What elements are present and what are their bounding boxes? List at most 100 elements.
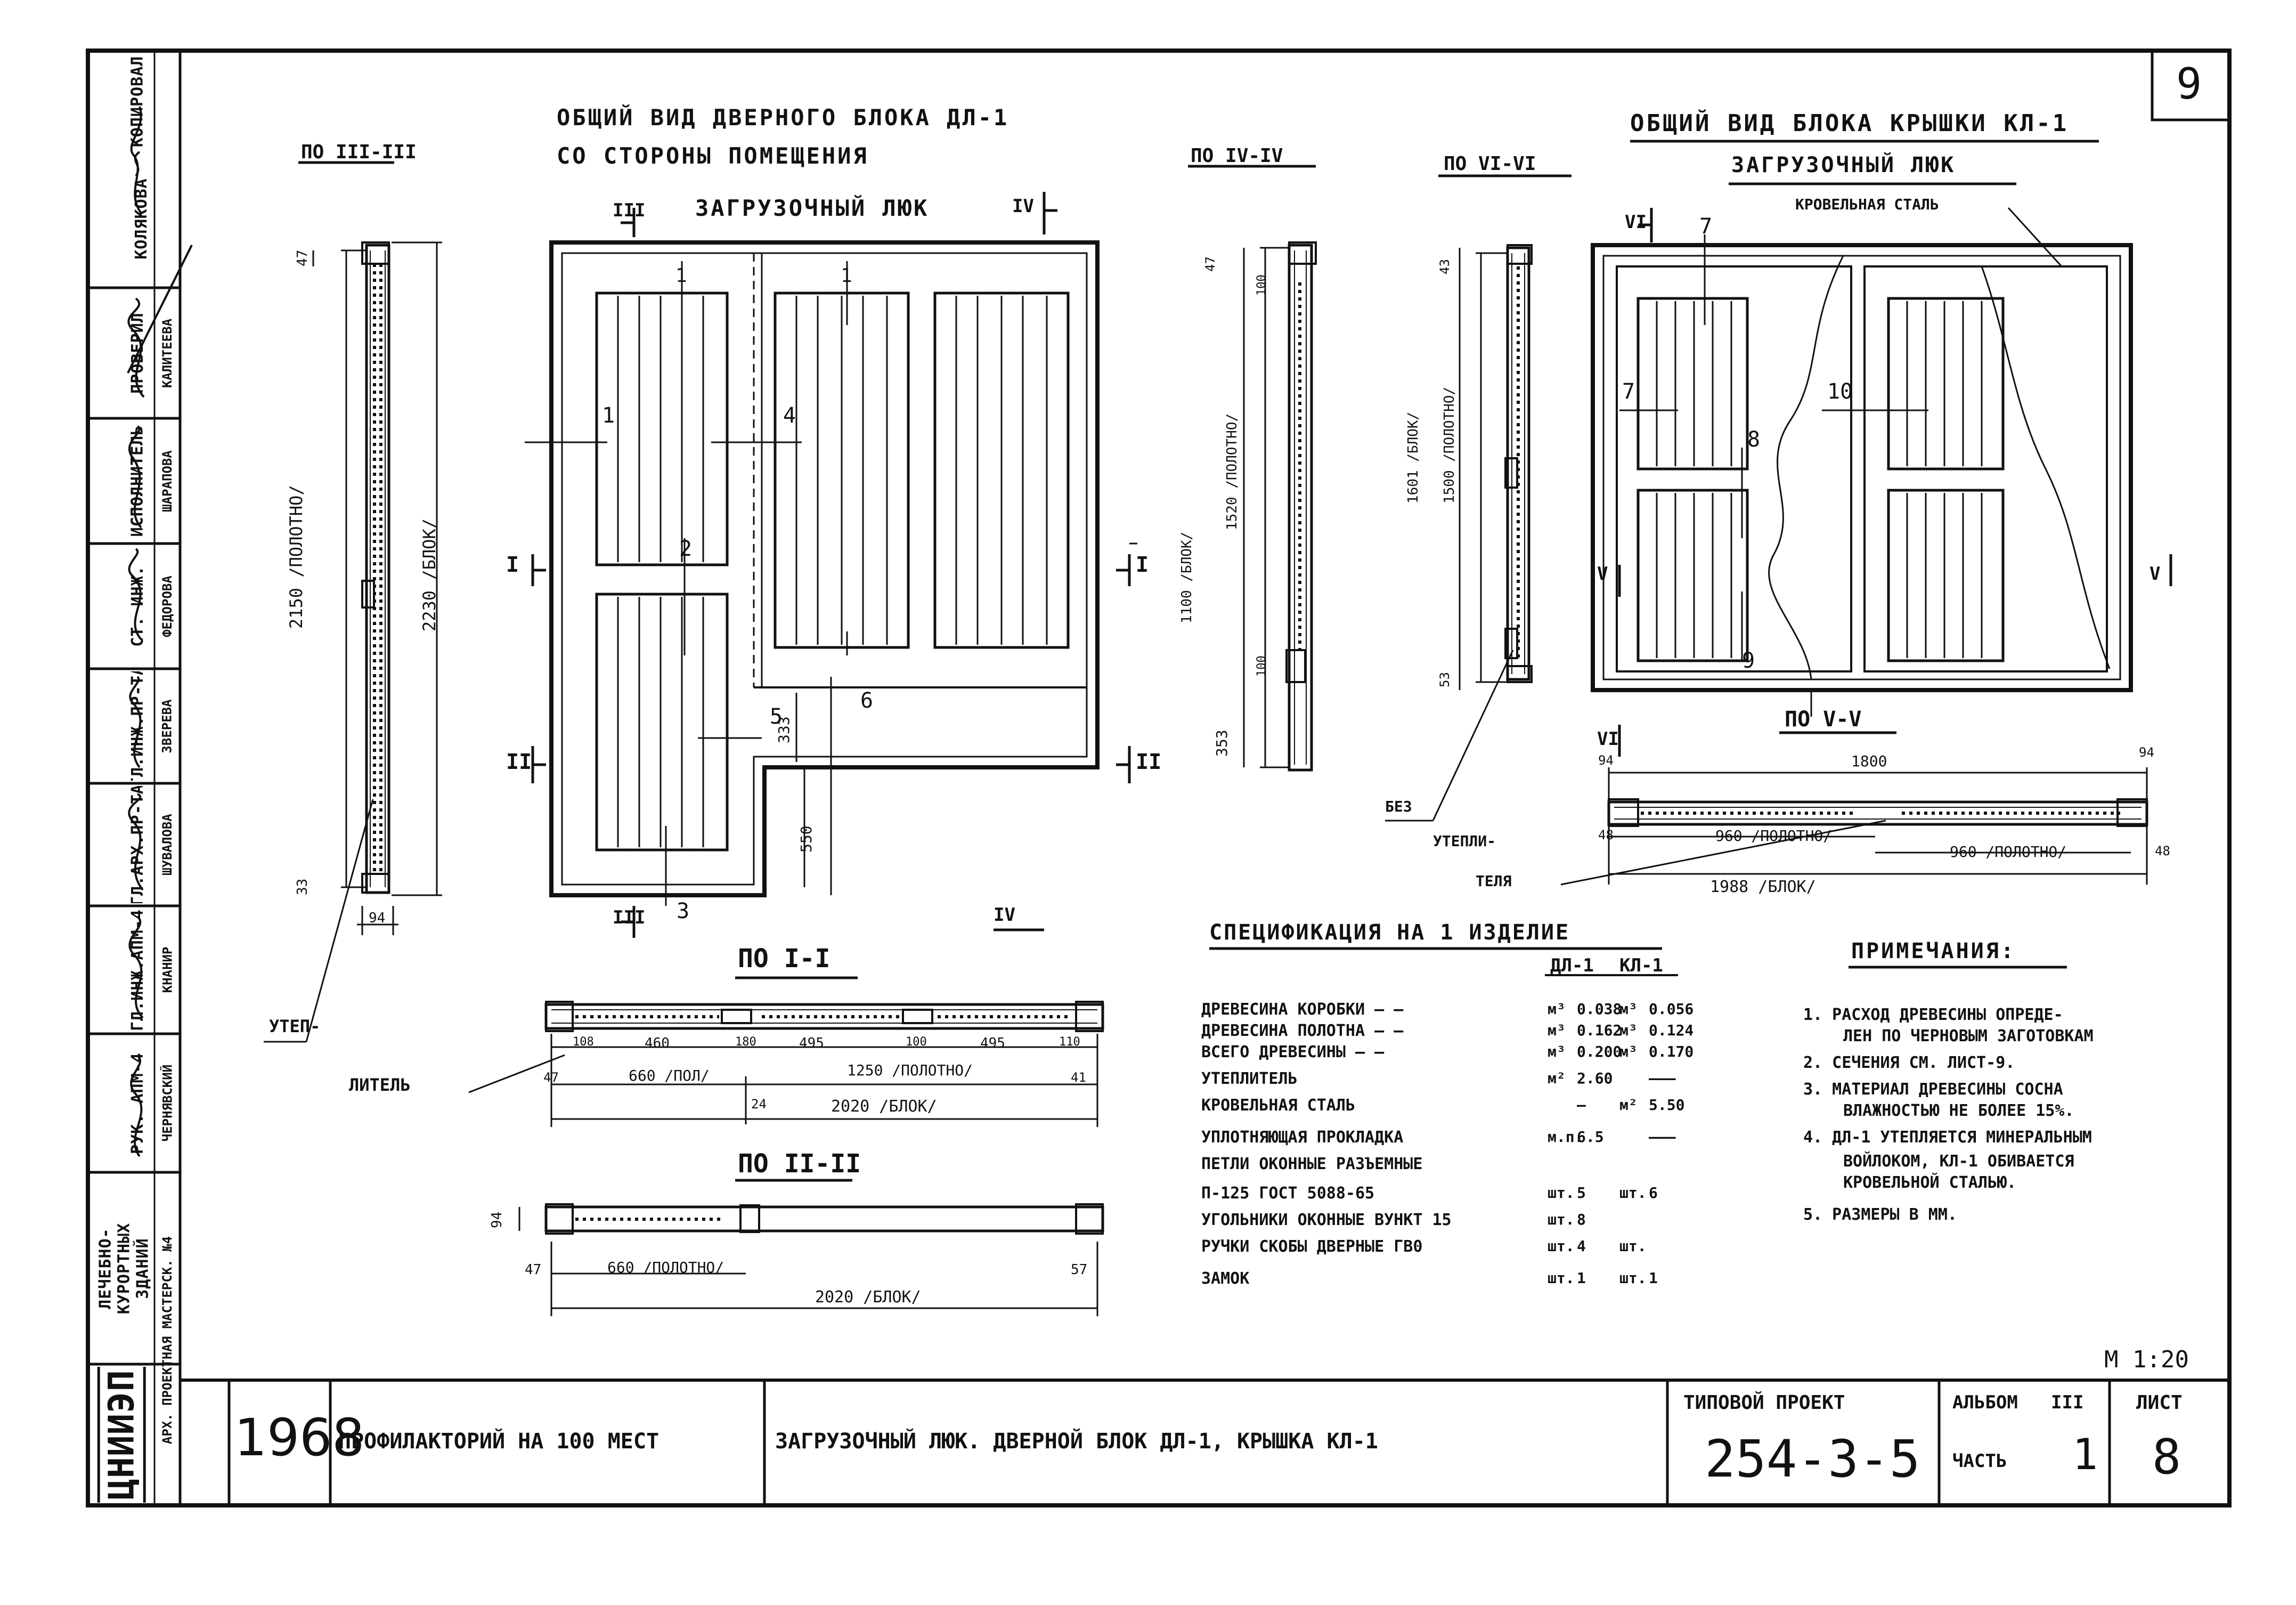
spec-row-unit-dl1: шт. xyxy=(1548,1184,1575,1202)
lid-section-mark-vi-top: VI xyxy=(1625,212,1647,233)
sig-role-copied: КОПИРОВАЛ xyxy=(128,55,147,147)
callout-3: 3 xyxy=(677,899,690,923)
section-vi-label: ПО VI-VI xyxy=(1444,153,1536,175)
lid-callout-7-top: 7 xyxy=(1699,214,1713,239)
sec5-dim-94-right: 94 xyxy=(2139,745,2154,760)
sec3-insulation-label: УТЕП- xyxy=(269,1016,321,1036)
sec6-dim-43: 43 xyxy=(1437,259,1452,274)
note-line: ВЛАЖНОСТЬЮ НЕ БОЛЕЕ 15%. xyxy=(1843,1101,2074,1120)
spec-row-unit-kl1: м³ xyxy=(1619,1000,1638,1018)
spec-row-value-dl1: 0.162 xyxy=(1577,1022,1622,1039)
spec-row-name: УПЛОТНЯЮЩАЯ ПРОКЛАДКА xyxy=(1201,1128,1404,1147)
sec6-dim-1601: 1601 /БЛОК/ xyxy=(1405,411,1421,504)
spec-row-name: РУЧКИ СКОБЫ ДВЕРНЫЕ ГВ0 xyxy=(1201,1237,1423,1256)
project-label: ТИПОВОЙ ПРОЕКТ xyxy=(1683,1392,1845,1414)
section-iv-label: ПО IV-IV xyxy=(1191,145,1283,167)
spec-row-unit-kl1: шт. xyxy=(1619,1184,1647,1202)
institute-logo: ЦНИИЭП xyxy=(89,1367,153,1503)
lid-subtitle: ЗАГРУЗОЧНЫЙ ЛЮК xyxy=(1731,153,1956,177)
lid-section-mark-v-left: V xyxy=(1597,563,1608,585)
spec-row-value-kl1: 0.124 xyxy=(1649,1022,1694,1039)
spec-row-name: ЗАМОК xyxy=(1201,1269,1250,1288)
spec-col-dl1: ДЛ-1 xyxy=(1550,955,1594,976)
roof-steel-label: КРОВЕЛЬНАЯ СТАЛЬ xyxy=(1795,196,1939,213)
lid-callout-10: 10 xyxy=(1827,379,1853,404)
lid-callout-7-left: 7 xyxy=(1622,379,1635,404)
sec5-dim-960-left: 960 /ПОЛОТНО/ xyxy=(1715,827,1833,845)
spec-row-unit-dl1: шт. xyxy=(1548,1269,1575,1287)
sec4-dim-100-top: 100 xyxy=(1255,274,1268,296)
spec-row-value-dl1: 6.5 xyxy=(1577,1128,1604,1146)
sec1-dim-660: 660 /ПОЛ/ xyxy=(629,1067,710,1084)
sec1-dim-495-a: 495 xyxy=(799,1035,824,1051)
note-line: 5. РАЗМЕРЫ В ММ. xyxy=(1803,1205,1957,1224)
section-mark-iv-bottom: IV xyxy=(994,904,1015,926)
lid-section-mark-vi-bottom: VI xyxy=(1597,728,1619,750)
sig-name-copied: КОЛЯКОВА xyxy=(132,177,151,260)
lid-section-mark-v-right: V xyxy=(2150,563,2161,585)
spec-row-value-dl1: 1 xyxy=(1577,1269,1586,1287)
spec-row-value-kl1: 0.170 xyxy=(1649,1043,1694,1060)
sec1-dim-100: 100 xyxy=(906,1035,927,1049)
sec3-dim-33: 33 xyxy=(295,878,311,895)
sec1-dim-41: 41 xyxy=(1071,1070,1086,1085)
sec1-dim-460: 460 xyxy=(645,1035,670,1051)
callout-1-mid: 1 xyxy=(602,403,615,428)
sec4-dim-1100: 1100 /БЛОК/ xyxy=(1179,531,1195,623)
sec1-dim-110: 110 xyxy=(1059,1035,1080,1049)
part-label: ЧАСТЬ xyxy=(1952,1450,2007,1472)
project-number: 254-3-5 xyxy=(1705,1429,1920,1489)
album-label: АЛЬБОМ xyxy=(1952,1392,2018,1413)
scale: М 1:20 xyxy=(2104,1346,2189,1373)
callout-4: 4 xyxy=(783,403,796,428)
spec-row-unit-kl1: м³ xyxy=(1619,1043,1638,1060)
spec-row-value-dl1: — xyxy=(1577,1096,1586,1114)
callout-1-right: 1 xyxy=(841,265,852,287)
note-line: 2. СЕЧЕНИЯ СМ. ЛИСТ-9. xyxy=(1803,1053,2015,1072)
note-line: ВОЙЛОКОМ, КЛ-1 ОБИВАЕТСЯ xyxy=(1843,1152,2074,1171)
spec-row-value-dl1: 0.038 xyxy=(1577,1000,1622,1018)
sec1-dim-1250: 1250 /ПОЛОТНО/ xyxy=(847,1061,973,1079)
sheet-label: ЛИСТ xyxy=(2136,1392,2183,1414)
sec1-dim-495-b: 495 xyxy=(980,1035,1005,1051)
callout-2: 2 xyxy=(679,537,693,561)
sec4-dim-1520: 1520 /ПОЛОТНО/ xyxy=(1224,413,1240,530)
spec-row-unit-kl1: м³ xyxy=(1619,1022,1638,1039)
sec2-dim-660: 660 /ПОЛОТНО/ xyxy=(607,1259,724,1276)
sec1-dim-108: 108 xyxy=(573,1035,594,1049)
sec5-dim-48-left: 48 xyxy=(1598,828,1614,842)
note-line: 1. РАСХОД ДРЕВЕСИНЫ ОПРЕДЕ- xyxy=(1803,1006,2063,1024)
sec1-dim-47: 47 xyxy=(543,1070,559,1085)
spec-row-value-dl1: 0.200 xyxy=(1577,1043,1622,1060)
part-number: 1 xyxy=(2072,1430,2098,1479)
sec2-dim-2020: 2020 /БЛОК/ xyxy=(815,1288,921,1307)
sig-name-head-apm: ЧЕРНЯВСКИЙ xyxy=(160,1064,175,1142)
spec-row-value-dl1: 4 xyxy=(1577,1237,1586,1255)
dim-550: 550 xyxy=(797,825,815,853)
sig-name-executor: ШАРАПОВА xyxy=(160,450,175,512)
spec-row-value-kl1: ——— xyxy=(1649,1069,1676,1087)
spec-row-name: ДРЕВЕСИНА ПОЛОТНА — — xyxy=(1201,1022,1404,1040)
section-iii-label: ПО III-III xyxy=(301,141,417,163)
section-mark-i-left: I xyxy=(506,553,519,577)
section-mark-ii-left: II xyxy=(506,750,532,774)
lid-callout-9: 9 xyxy=(1742,649,1755,673)
notes-title: ПРИМЕЧАНИЯ: xyxy=(1851,939,2016,963)
spec-row-unit-kl1: шт. xyxy=(1619,1237,1647,1255)
sec5-dim-48-right: 48 xyxy=(2155,844,2170,858)
spec-row-unit-dl1: шт. xyxy=(1548,1211,1575,1228)
sec6-note-2: УТЕПЛИ- xyxy=(1433,832,1496,850)
spec-row-value-kl1: 1 xyxy=(1649,1269,1658,1287)
spec-row-unit-dl1: м³ xyxy=(1548,1022,1566,1039)
section-v-label: ПО V-V xyxy=(1785,707,1862,732)
sec3-dim-2230: 2230 /БЛОК/ xyxy=(419,518,439,631)
section-ii-label: ПО II-II xyxy=(738,1149,861,1179)
dim-333: 333 xyxy=(775,716,793,743)
spec-col-kl1: КЛ-1 xyxy=(1619,955,1663,976)
lid-title: ОБЩИЙ ВИД БЛОКА КРЫШКИ КЛ-1 xyxy=(1630,110,2069,137)
sec6-dim-1500: 1500 /ПОЛОТНО/ xyxy=(1442,386,1458,504)
spec-row-name: КРОВЕЛЬНАЯ СТАЛЬ xyxy=(1201,1096,1355,1115)
spec-row-unit-dl1: м² xyxy=(1548,1069,1566,1087)
sec1-insulation-label: ЛИТЕЛЬ xyxy=(349,1075,411,1095)
